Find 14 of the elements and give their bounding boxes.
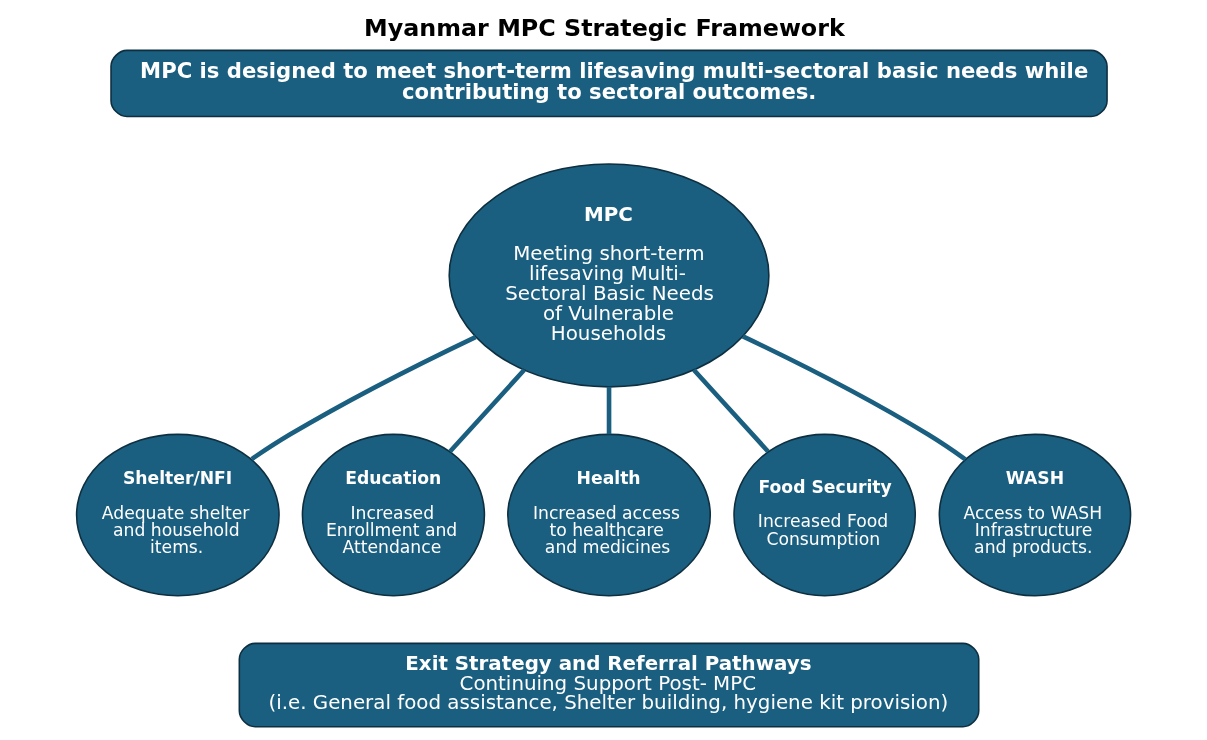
node-ellipse: WASH Access to WASH Infrastructure and products. (938, 433, 1132, 597)
node-ellipse: MPC Meeting short-term lifesaving Multi-Sectoral Basic Needs of Vulnerable Households (448, 163, 770, 388)
node-box: MPC is designed to meet short-term lifesaving multi-sectoral basic needs while contributing to sectoral outcomes. (110, 49, 1108, 118)
node-ellipse: Food Security Increased Food Consumption (733, 433, 917, 597)
connector (250, 334, 477, 462)
connector (741, 334, 967, 462)
node-ellipse: Health Increased access to healthcare and medicines (507, 433, 712, 597)
connector (448, 368, 526, 454)
connector (692, 368, 770, 454)
node-box: Exit Strategy and Referral Pathways Continuing Support Post- MPC (i.e. General food assistance, Shelter building, hygiene kit provision) (238, 642, 980, 728)
connector (606, 386, 612, 435)
node-ellipse: Education Increased Enrollment and Attendance (301, 433, 486, 597)
diagram-title: Myanmar MPC Strategic Framework (364, 14, 845, 43)
node-ellipse: Shelter/NFI Adequate shelter and household items. (75, 433, 280, 597)
